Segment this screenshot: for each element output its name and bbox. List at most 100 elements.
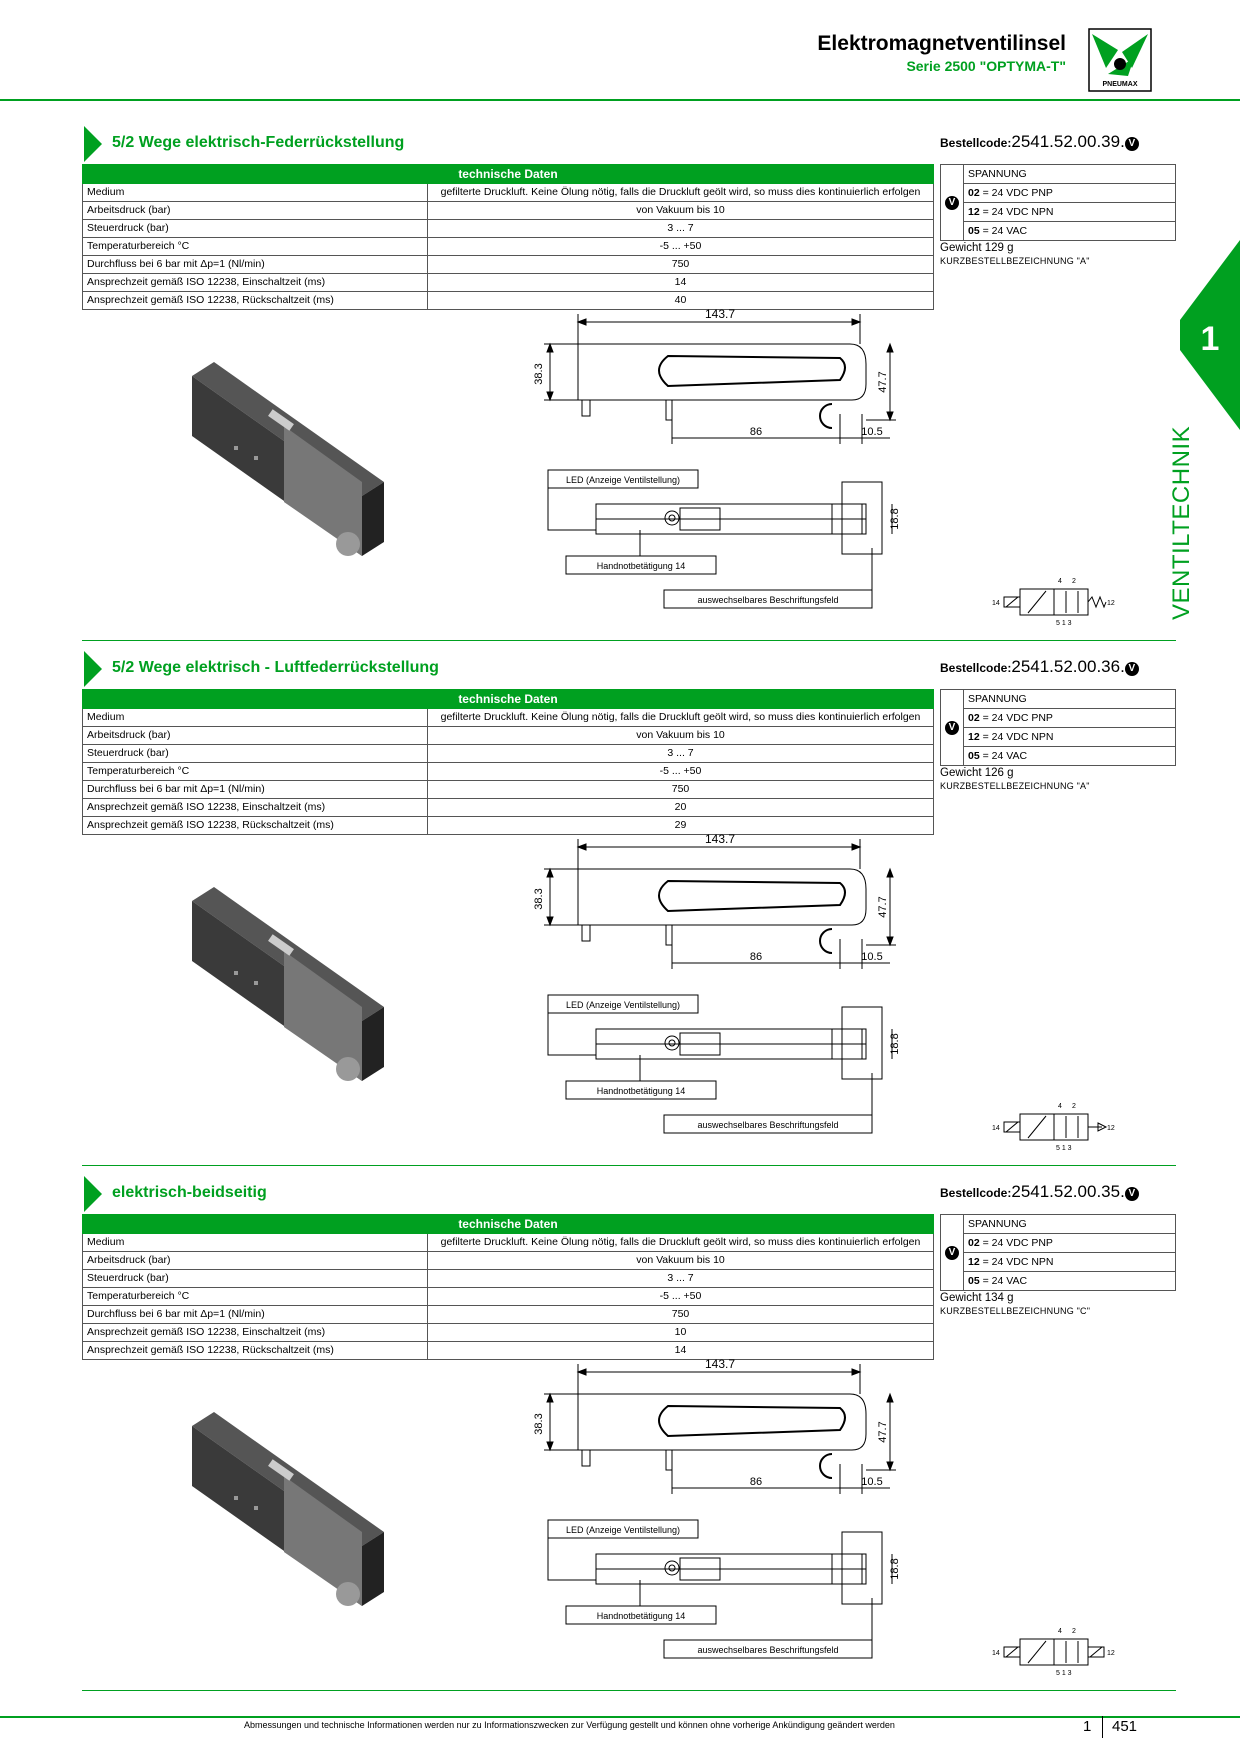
section-title: 5/2 Wege elektrisch-Federrückstellung: [112, 134, 405, 151]
port-2: 2: [1072, 1628, 1076, 1635]
dim-length: 143.7: [705, 1357, 735, 1371]
voltage-option: 05 = 24 VAC: [963, 746, 1176, 766]
voltage-option: 12 = 24 VDC NPN: [963, 727, 1176, 747]
voltage-code: 05: [968, 750, 980, 762]
dimension-drawing: 143.7 38.3 47.7 86 10.5 18.8 LED (Anzeig…: [533, 307, 900, 609]
tech-row-label: Arbeitsdruck (bar): [82, 201, 428, 220]
voltage-row: 05 = 24 VAC: [941, 221, 1176, 241]
voltage-badge-icon: V: [945, 1245, 959, 1260]
tech-row-label: Steuerdruck (bar): [82, 744, 428, 763]
voltage-header: SPANNUNG: [963, 1214, 1176, 1234]
order-code: Bestellcode:2541.52.00.35.V: [940, 1182, 1139, 1202]
order-code: Bestellcode:2541.52.00.36.V: [940, 657, 1139, 677]
port-14: 14: [992, 600, 1000, 607]
tech-row-label: Durchfluss bei 6 bar mit Δp=1 (Nl/min): [82, 780, 428, 799]
page-subtitle: Serie 2500 "OPTYMA-T": [906, 58, 1066, 74]
tech-row-label: Temperaturbereich °C: [82, 237, 428, 256]
voltage-header: SPANNUNG: [963, 689, 1176, 709]
dim-length: 143.7: [705, 832, 735, 846]
port-14: 14: [992, 1650, 1000, 1657]
tech-row-label: Temperaturbereich °C: [82, 1287, 428, 1306]
tech-row-label: Medium: [82, 1233, 428, 1252]
port-12: 12: [1107, 1650, 1115, 1657]
header-rule: [0, 99, 1240, 101]
voltage-row: 05 = 24 VAC: [941, 746, 1176, 766]
section-title: 5/2 Wege elektrisch - Luftfederrückstell…: [112, 659, 439, 676]
voltage-text: = 24 VDC NPN: [979, 206, 1054, 218]
voltage-code: 05: [968, 225, 980, 237]
label-label-field: auswechselbares Beschriftungsfeld: [697, 1120, 838, 1130]
dim-86: 86: [750, 1476, 762, 1488]
product-section: 5/2 Wege elektrisch-Federrückstellung Be…: [0, 126, 1240, 651]
voltage-code: 12: [968, 1256, 980, 1268]
voltage-badge-icon: V: [1124, 137, 1139, 151]
tech-row-value: von Vakuum bis 10: [427, 726, 934, 745]
voltage-header: SPANNUNG: [963, 164, 1176, 184]
tech-table-header: technische Daten: [82, 689, 934, 709]
footer-divider: [1102, 1716, 1103, 1738]
voltage-code: 02: [968, 1237, 980, 1249]
voltage-text: = 24 VAC: [979, 1275, 1028, 1287]
label-label-field: auswechselbares Beschriftungsfeld: [697, 595, 838, 605]
voltage-text: = 24 VAC: [979, 750, 1028, 762]
dim-18-8: 18.8: [889, 1033, 900, 1054]
voltage-badge-cell: V: [940, 1214, 964, 1291]
order-code-value: 2541.52.00.35.: [1011, 1182, 1125, 1201]
voltage-code: 12: [968, 731, 980, 743]
tech-row-value: 750: [427, 780, 934, 799]
label-manual-override: Handnotbetätigung 14: [597, 1086, 686, 1096]
tech-row-value: gefilterte Druckluft. Keine Ölung nötig,…: [427, 708, 934, 727]
tech-row-value: 10: [427, 1323, 934, 1342]
tech-row-label: Ansprechzeit gemäß ISO 12238, Rückschalt…: [82, 291, 428, 310]
pneumatic-symbol: 4 2 14 12 5 1 3: [992, 578, 1115, 627]
label-led: LED (Anzeige Ventilstellung): [566, 1000, 680, 1010]
voltage-badge-icon: V: [945, 195, 959, 210]
tech-row: Ansprechzeit gemäß ISO 12238, Einschaltz…: [82, 1323, 934, 1342]
voltage-text: = 24 VDC NPN: [979, 1256, 1054, 1268]
voltage-text: = 24 VDC PNP: [979, 1237, 1053, 1249]
voltage-badge-cell: V: [940, 164, 964, 241]
voltage-row: 12 = 24 VDC NPN: [941, 727, 1176, 747]
voltage-row: 12 = 24 VDC NPN: [941, 202, 1176, 222]
tech-row: Steuerdruck (bar)3 ... 7: [82, 1269, 934, 1288]
dimension-drawing: 143.7 38.3 47.7 86 10.5 18.8 LED (Anzeig…: [533, 1357, 900, 1659]
tech-row: Ansprechzeit gemäß ISO 12238, Rückschalt…: [82, 1341, 934, 1360]
tech-row: Ansprechzeit gemäß ISO 12238, Rückschalt…: [82, 291, 934, 310]
dim-86: 86: [750, 426, 762, 438]
ports-5-1-3: 5 1 3: [1056, 620, 1072, 627]
tech-row: Ansprechzeit gemäß ISO 12238, Rückschalt…: [82, 816, 934, 835]
tech-row-value: 20: [427, 798, 934, 817]
dim-86: 86: [750, 951, 762, 963]
order-code-value: 2541.52.00.39.: [1011, 132, 1125, 151]
footer-chapter: 1: [1083, 1718, 1092, 1735]
chapter-number: 1: [1200, 320, 1220, 358]
weight-text: Gewicht 126 g: [940, 767, 1014, 779]
section-arrow-icon: [84, 1176, 102, 1212]
port-4: 4: [1058, 1628, 1062, 1635]
voltage-row: 05 = 24 VAC: [941, 1271, 1176, 1291]
voltage-row: 12 = 24 VDC NPN: [941, 1252, 1176, 1272]
label-label-field: auswechselbares Beschriftungsfeld: [697, 1645, 838, 1655]
port-4: 4: [1058, 578, 1062, 585]
tech-row-value: gefilterte Druckluft. Keine Ölung nötig,…: [427, 1233, 934, 1252]
tech-row-value: 750: [427, 1305, 934, 1324]
voltage-header-row: V SPANNUNG: [940, 164, 1176, 241]
tech-row-label: Steuerdruck (bar): [82, 1269, 428, 1288]
pneumatic-symbol: 4 2 14 12 5 1 3: [992, 1628, 1115, 1677]
tech-row-label: Ansprechzeit gemäß ISO 12238, Rückschalt…: [82, 1341, 428, 1360]
dim-total-height: 47.7: [877, 371, 889, 392]
tech-row: Durchfluss bei 6 bar mit Δp=1 (Nl/min)75…: [82, 780, 934, 799]
tech-row-value: -5 ... +50: [427, 762, 934, 781]
port-2: 2: [1072, 578, 1076, 585]
tech-row-label: Temperaturbereich °C: [82, 762, 428, 781]
voltage-text: = 24 VDC PNP: [979, 187, 1053, 199]
valve-photo: [192, 1412, 384, 1606]
weight-text: Gewicht 129 g: [940, 242, 1014, 254]
dim-18-8: 18.8: [889, 508, 900, 529]
label-manual-override: Handnotbetätigung 14: [597, 561, 686, 571]
